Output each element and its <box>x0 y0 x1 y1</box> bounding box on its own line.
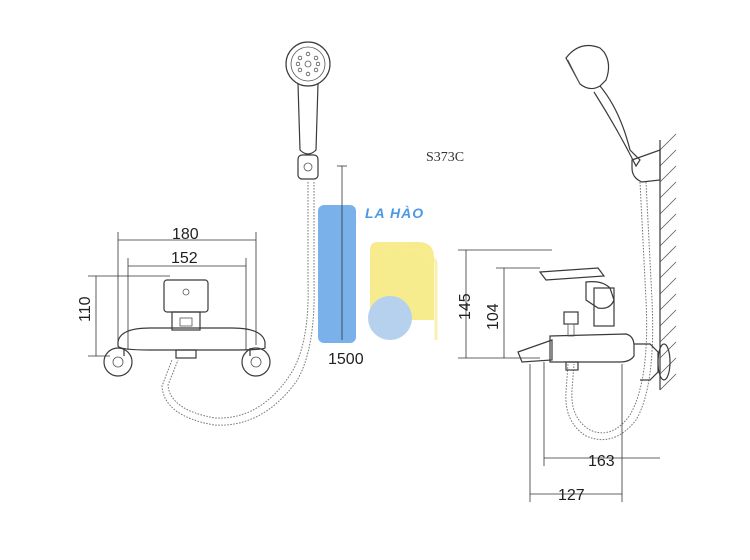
lever-handle-front <box>163 279 209 313</box>
wall-holder-side <box>631 149 661 183</box>
dim-hose-length: 1500 <box>328 351 364 368</box>
hose-front <box>167 182 309 419</box>
lever-handle-side <box>538 267 606 281</box>
side-dimension-lines <box>458 249 660 502</box>
front-dimension-lines <box>88 165 347 357</box>
dim-overall-width: 180 <box>172 226 199 243</box>
right-wall-flange <box>241 347 271 377</box>
watermark-logo: LA HÀO <box>318 205 438 343</box>
dim-projection: 163 <box>588 453 615 470</box>
dim-inlet-spacing: 152 <box>171 250 198 267</box>
watermark-brand: LA HÀO <box>365 205 424 221</box>
hose-side <box>571 181 648 434</box>
logo-blue-bar <box>318 205 356 343</box>
shower-head-front <box>285 41 331 87</box>
shower-handle-side <box>593 85 641 168</box>
diverter-outlet <box>175 349 197 359</box>
shower-nozzles <box>295 51 321 77</box>
mixer-body-side <box>549 333 635 363</box>
logo-blue-circle <box>368 296 412 340</box>
model-code: S373C <box>426 150 464 165</box>
side-view: 145 104 163 127 <box>457 45 677 504</box>
diverter-knob <box>563 311 579 325</box>
wall-flange-side <box>634 343 659 381</box>
wall-holder-front <box>297 154 319 180</box>
left-wall-flange <box>103 347 133 377</box>
cartridge-body-side <box>593 287 615 327</box>
shower-handle-front <box>297 83 319 155</box>
dim-spout-depth: 127 <box>558 487 585 504</box>
front-view: 180 152 110 1500 <box>77 41 364 426</box>
dim-front-height: 110 <box>77 296 94 322</box>
dim-spout-height: 104 <box>485 303 502 330</box>
mixer-body-front <box>117 327 266 351</box>
dim-total-height: 145 <box>457 293 474 320</box>
wall-hatching <box>659 133 677 391</box>
shower-head-side <box>565 45 610 90</box>
spout-side <box>517 339 553 363</box>
